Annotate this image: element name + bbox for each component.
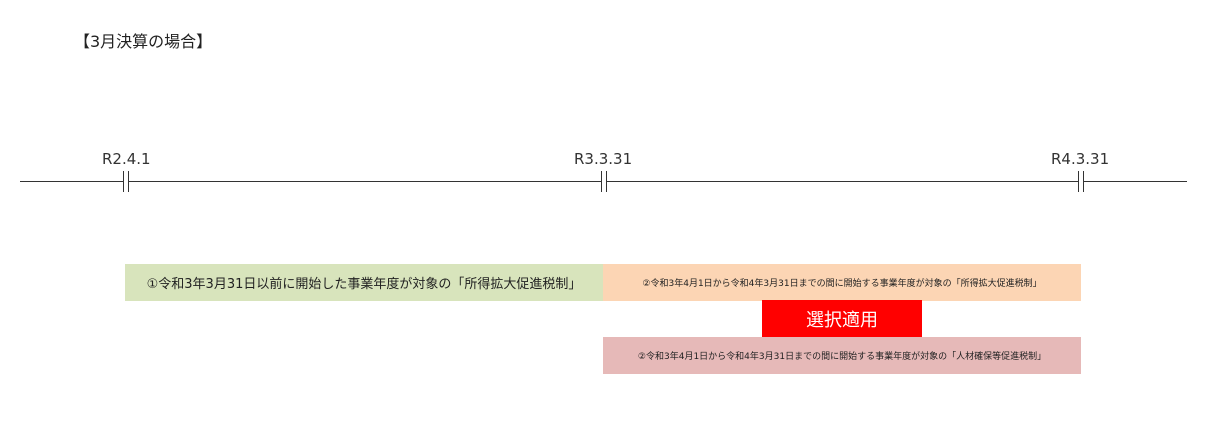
timeline-tick-start — [123, 171, 129, 192]
date-label-end: R4.3.31 — [1051, 150, 1110, 168]
selection-badge: 選択適用 — [762, 300, 922, 338]
timeline-tick-end — [1078, 171, 1084, 192]
period-bar-income-expansion-new: ②令和3年4月1日から令和4年3月31日までの間に開始する事業年度が対象の「所得… — [603, 264, 1081, 301]
timeline-tick-mid — [601, 171, 607, 192]
period-bar-income-expansion-old: ①令和3年3月31日以前に開始した事業年度が対象の「所得拡大促進税制」 — [125, 264, 603, 301]
page-title: 【3月決算の場合】 — [74, 32, 213, 51]
date-label-start: R2.4.1 — [102, 150, 151, 168]
date-label-mid: R3.3.31 — [574, 150, 633, 168]
period-bar-talent-securing: ②令和3年4月1日から令和4年3月31日までの間に開始する事業年度が対象の「人材… — [603, 337, 1081, 374]
